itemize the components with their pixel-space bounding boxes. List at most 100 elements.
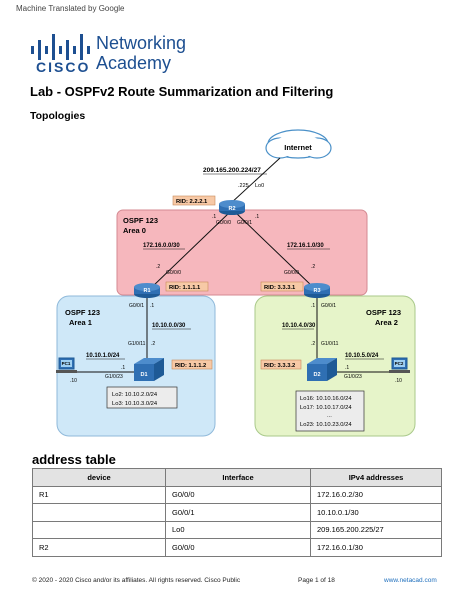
svg-text:G0/0/0: G0/0/0 bbox=[284, 270, 299, 276]
svg-text:.1: .1 bbox=[150, 303, 154, 309]
r3-rid-badge bbox=[260, 281, 304, 292]
cisco-logo-icon bbox=[31, 34, 90, 60]
table-row: Lo0 209.165.200.225/27 bbox=[32, 520, 442, 539]
address-table: device Interface IPv4 addresses R1 G0/0/… bbox=[32, 468, 442, 557]
svg-text:.1: .1 bbox=[255, 214, 259, 220]
svg-text:Lo23: 10.10.23.0/24: Lo23: 10.10.23.0/24 bbox=[300, 422, 352, 428]
svg-text:RID: 3.3.3.1: RID: 3.3.3.1 bbox=[264, 285, 296, 291]
svg-text:RID: 3.3.3.2: RID: 3.3.3.2 bbox=[264, 363, 295, 369]
area1-name: OSPF 123 bbox=[65, 308, 100, 317]
table-cell bbox=[32, 520, 166, 539]
area2-label: Area 2 bbox=[375, 318, 398, 327]
machine-translated-note: Machine Translated by Google bbox=[16, 4, 125, 13]
svg-text:10.10.5.0/24: 10.10.5.0/24 bbox=[345, 353, 379, 359]
svg-text:10.10.4.0/30: 10.10.4.0/30 bbox=[282, 323, 316, 329]
svg-text:.1: .1 bbox=[121, 365, 125, 371]
r1-rid-badge bbox=[165, 281, 209, 292]
page-title: Lab - OSPFv2 Route Summarization and Fil… bbox=[30, 84, 334, 99]
svg-text:...: ... bbox=[327, 413, 332, 419]
brand-networking: Networking bbox=[96, 33, 187, 53]
svg-text:Lo16: 10.10.16.0/24: Lo16: 10.10.16.0/24 bbox=[300, 396, 352, 402]
svg-text:.10: .10 bbox=[395, 378, 402, 384]
topology-diagram: Internet 209.165.200.224/27 .225 Lo0 RID… bbox=[56, 129, 416, 437]
r2-rid-badge bbox=[172, 195, 216, 206]
svg-text:G0/0/0: G0/0/0 bbox=[166, 270, 181, 276]
area2-name: OSPF 123 bbox=[366, 308, 401, 317]
d1-loopback-box bbox=[106, 386, 178, 409]
svg-text:G1/0/11: G1/0/11 bbox=[128, 341, 146, 347]
table-cell: R1 bbox=[32, 485, 166, 504]
table-cell: 209.165.200.225/27 bbox=[310, 520, 442, 539]
svg-text:G0/0/0: G0/0/0 bbox=[216, 220, 231, 226]
column-header-device: device bbox=[32, 468, 166, 487]
area0-label: Area 0 bbox=[123, 226, 146, 235]
table-cell: 172.16.0.1/30 bbox=[310, 538, 442, 557]
svg-text:.2: .2 bbox=[311, 264, 315, 270]
table-cell bbox=[32, 503, 166, 522]
svg-text:D2: D2 bbox=[313, 372, 320, 378]
internet-net-label: 209.165.200.224/27 bbox=[203, 167, 261, 174]
svg-text:PC2: PC2 bbox=[395, 361, 404, 366]
r2-router-icon bbox=[219, 200, 245, 215]
svg-text:.10: .10 bbox=[70, 378, 77, 384]
cisco-wordmark: CISCO bbox=[36, 59, 91, 75]
svg-text:G1/0/11: G1/0/11 bbox=[321, 341, 339, 347]
d2-switch-icon bbox=[307, 358, 337, 381]
svg-text:.1: .1 bbox=[212, 214, 216, 220]
svg-text:G1/0/23: G1/0/23 bbox=[105, 374, 123, 380]
svg-text:D1: D1 bbox=[140, 372, 147, 378]
area1-label: Area 1 bbox=[69, 318, 92, 327]
svg-text:PC1: PC1 bbox=[62, 361, 71, 366]
svg-text:.2: .2 bbox=[311, 341, 315, 347]
svg-text:.2: .2 bbox=[151, 341, 155, 347]
pc1-computer-icon bbox=[56, 357, 77, 373]
svg-text:RID: 2.2.2.1: RID: 2.2.2.1 bbox=[176, 199, 208, 205]
svg-text:G0/0/1: G0/0/1 bbox=[129, 303, 144, 309]
column-header-interface: Interface bbox=[165, 468, 311, 487]
table-cell: G0/0/1 bbox=[165, 503, 311, 522]
d2-rid-badge bbox=[260, 359, 302, 370]
topologies-heading: Topologies bbox=[30, 110, 86, 122]
svg-text:Lo3: 10.10.3.0/24: Lo3: 10.10.3.0/24 bbox=[112, 401, 158, 407]
svg-text:G0/0/1: G0/0/1 bbox=[321, 303, 336, 309]
svg-text:10.10.1.0/24: 10.10.1.0/24 bbox=[86, 353, 120, 359]
table-cell: Lo0 bbox=[165, 520, 311, 539]
internet-cloud-icon bbox=[265, 129, 332, 159]
svg-text:Lo0: Lo0 bbox=[255, 183, 264, 189]
table-row: G0/0/1 10.10.0.1/30 bbox=[32, 503, 442, 522]
pc2-computer-icon bbox=[389, 357, 410, 373]
area0-name: OSPF 123 bbox=[123, 216, 158, 225]
column-header-ipv4: IPv4 addresses bbox=[310, 468, 442, 487]
svg-text:R3: R3 bbox=[313, 288, 320, 294]
table-cell: R2 bbox=[32, 538, 166, 557]
table-row: R1 G0/0/0 172.16.0.2/30 bbox=[32, 485, 442, 504]
r1-router-icon bbox=[134, 283, 160, 298]
brand-academy: Academy bbox=[96, 53, 172, 73]
table-cell: 10.10.0.1/30 bbox=[310, 503, 442, 522]
address-table-heading: address table bbox=[32, 452, 116, 467]
svg-text:R1: R1 bbox=[143, 288, 150, 294]
svg-text:172.16.0.0/30: 172.16.0.0/30 bbox=[143, 243, 180, 249]
svg-text:.1: .1 bbox=[345, 365, 349, 371]
table-cell: G0/0/0 bbox=[165, 538, 311, 557]
internet-label: Internet bbox=[284, 143, 312, 152]
svg-text:Lo2: 10.10.2.0/24: Lo2: 10.10.2.0/24 bbox=[112, 392, 158, 398]
d1-rid-badge bbox=[171, 359, 213, 370]
footer-page-number: Page 1 of 18 bbox=[298, 577, 335, 584]
svg-text:G0/0/1: G0/0/1 bbox=[237, 220, 252, 226]
svg-text:.225: .225 bbox=[238, 183, 249, 189]
svg-text:.1: .1 bbox=[311, 303, 315, 309]
footer-netacad-link[interactable]: www.netacad.com bbox=[384, 577, 437, 584]
table-cell: 172.16.0.2/30 bbox=[310, 485, 442, 504]
d1-switch-icon bbox=[134, 358, 164, 381]
footer-copyright: © 2020 - 2020 Cisco and/or its affiliate… bbox=[32, 577, 241, 584]
d2-loopback-box bbox=[295, 390, 365, 432]
table-cell: G0/0/0 bbox=[165, 485, 311, 504]
svg-text:RID: 1.1.1.1: RID: 1.1.1.1 bbox=[169, 285, 201, 291]
svg-text:172.16.1.0/30: 172.16.1.0/30 bbox=[287, 243, 324, 249]
svg-text:RID: 1.1.1.2: RID: 1.1.1.2 bbox=[175, 363, 206, 369]
svg-text:R2: R2 bbox=[228, 206, 235, 212]
table-row: R2 G0/0/0 172.16.0.1/30 bbox=[32, 538, 442, 557]
svg-text:.2: .2 bbox=[156, 264, 160, 270]
svg-text:Lo17: 10.10.17.0/24: Lo17: 10.10.17.0/24 bbox=[300, 405, 352, 411]
